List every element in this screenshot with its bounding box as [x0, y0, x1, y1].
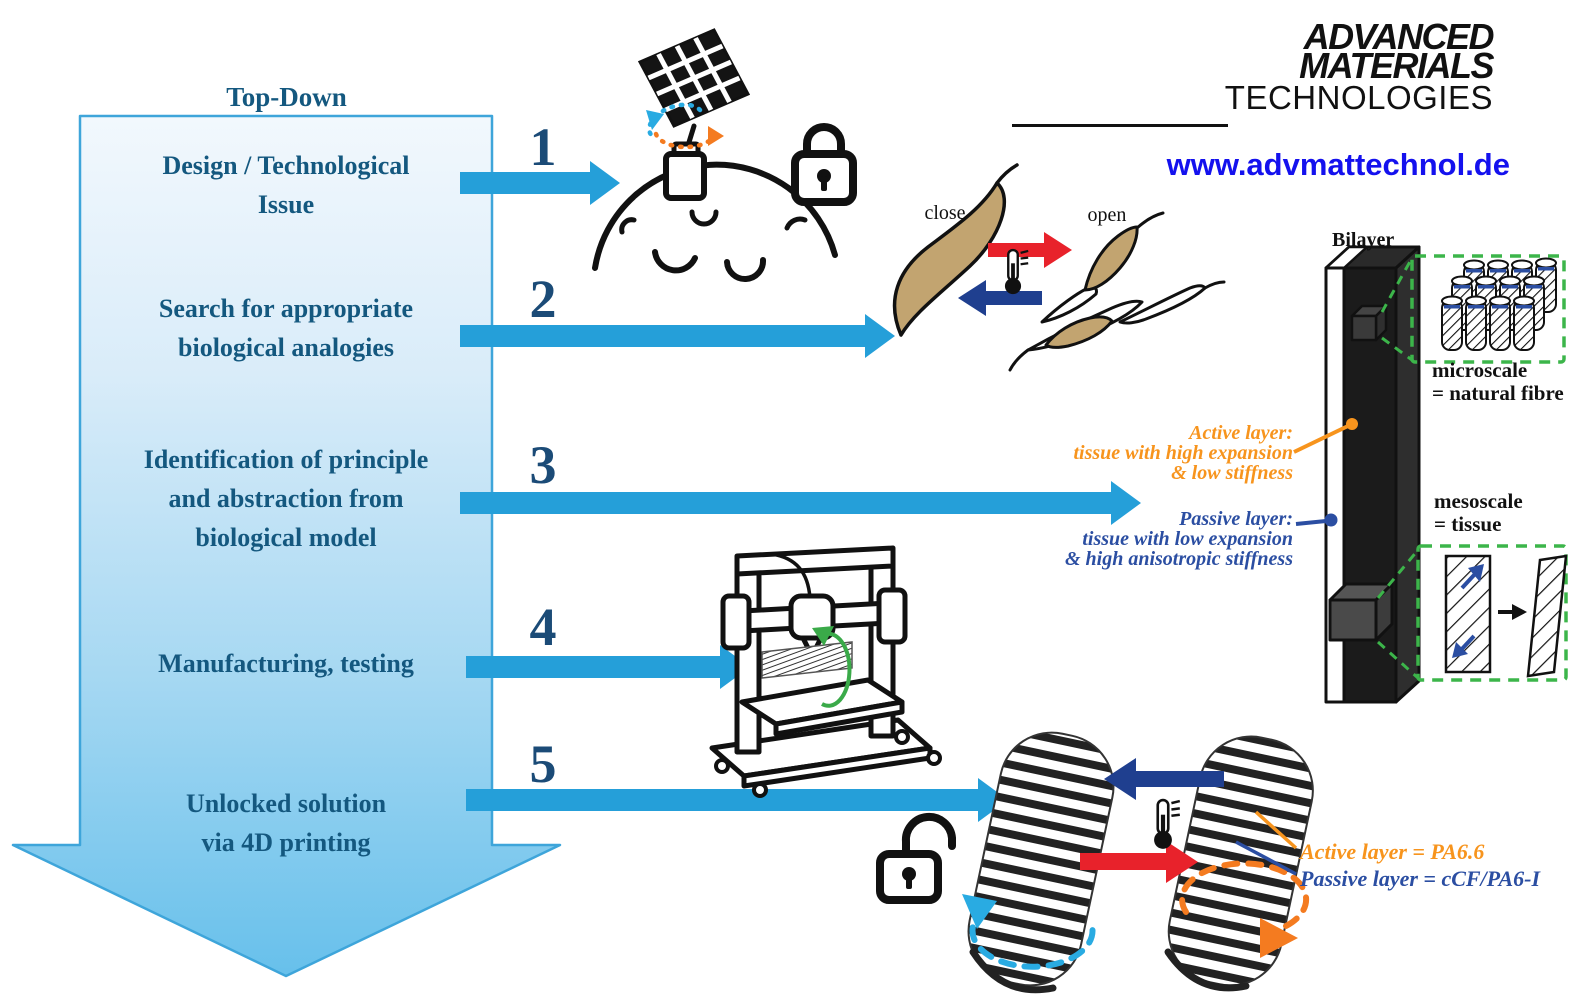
microscale-sample-cube	[1350, 304, 1388, 342]
result-passive-pointer	[1235, 840, 1297, 876]
seed-pods-open-illustration	[1008, 211, 1226, 372]
journal-website-link[interactable]: www.advmattechnol.de	[1166, 147, 1510, 182]
rotation-arrow-orange-large	[1179, 860, 1310, 958]
step-label-3: Identification of principle and abstract…	[143, 445, 429, 552]
cooling-arrow-pods	[958, 280, 1042, 316]
step-label-1: Design / Technological Issue	[162, 151, 410, 219]
active-layer-note: Active layer: tissue with high expansion…	[1073, 422, 1293, 484]
rotation-arrow-cyan-small	[646, 102, 703, 139]
rotation-arrow-cyan-large	[962, 894, 1096, 970]
mesoscale-zoom-box	[1416, 544, 1568, 682]
pod-close-label: close	[924, 202, 966, 224]
heating-arrow-pods	[988, 232, 1072, 268]
fiber-bundle-illustration	[1441, 257, 1557, 351]
printer-illustration	[709, 545, 942, 798]
microscale-label: microscale = natural fibre	[1432, 358, 1564, 405]
result-passive-label: Passive layer = cCF/PA6-I	[1300, 866, 1541, 891]
step-arrow-3	[460, 481, 1141, 525]
step-arrow-4	[466, 645, 750, 689]
printed-coil-illustration	[761, 641, 853, 679]
flow-title: Top-Down	[226, 82, 347, 112]
step-arrow-5	[466, 778, 1008, 822]
bilayer-label: Bilayer	[1332, 229, 1395, 251]
open-lock-icon	[876, 812, 956, 904]
step-number-5: 5	[529, 734, 557, 794]
result-active-pointer	[1254, 810, 1298, 850]
passive-layer-note: Passive layer: tissue with low expansion…	[1064, 508, 1293, 570]
rotation-arrow-green	[812, 626, 852, 708]
coil-right-tail	[1164, 948, 1250, 992]
heating-arrow-coils	[1080, 841, 1198, 883]
step-number-3: 3	[529, 435, 557, 495]
microscale-zoom-box	[1410, 254, 1566, 364]
active-layer-pointer	[1293, 418, 1358, 454]
solar-panel-icon	[637, 28, 751, 128]
result-active-label: Active layer = PA6.6	[1300, 839, 1485, 864]
step-number-1: 1	[529, 117, 557, 177]
mesoscale-sample-cube	[1328, 582, 1394, 642]
journal-name-line3: TECHNOLOGIES	[1224, 79, 1493, 116]
step-label-2: Search for appropriate biological analog…	[158, 294, 414, 362]
coil-left-tail	[969, 948, 1057, 994]
passive-layer-pointer	[1295, 513, 1338, 527]
step-arrow-2	[460, 314, 895, 358]
journal-name-line1: ADVANCED	[1303, 16, 1495, 57]
step-number-2: 2	[529, 269, 557, 329]
step-label-5: Unlocked solution via 4D printing	[185, 789, 387, 857]
mesoscale-label: mesoscale = tissue	[1434, 489, 1523, 536]
closed-lock-icon	[791, 123, 857, 206]
satellite-on-moon-illustration	[592, 123, 838, 283]
seed-pod-closed-illustration	[892, 163, 1019, 337]
journal-masthead: ADVANCED MATERIALS TECHNOLOGIES	[1224, 16, 1495, 116]
masthead-rule	[1012, 124, 1228, 127]
cooling-arrow-coils	[1104, 758, 1224, 800]
step-number-4: 4	[529, 597, 557, 657]
step-label-4: Manufacturing, testing	[158, 649, 414, 678]
thermometer-icon-coils	[1152, 798, 1182, 851]
step-arrow-1	[460, 161, 620, 205]
pod-open-label: open	[1087, 204, 1127, 226]
journal-name-line2: MATERIALS	[1299, 45, 1494, 86]
rotation-arrow-orange-small	[653, 126, 724, 150]
tissue-shear-illustration	[1444, 554, 1568, 678]
top-down-flow-arrow	[11, 114, 562, 978]
zoom-connector-lines	[1376, 257, 1420, 680]
